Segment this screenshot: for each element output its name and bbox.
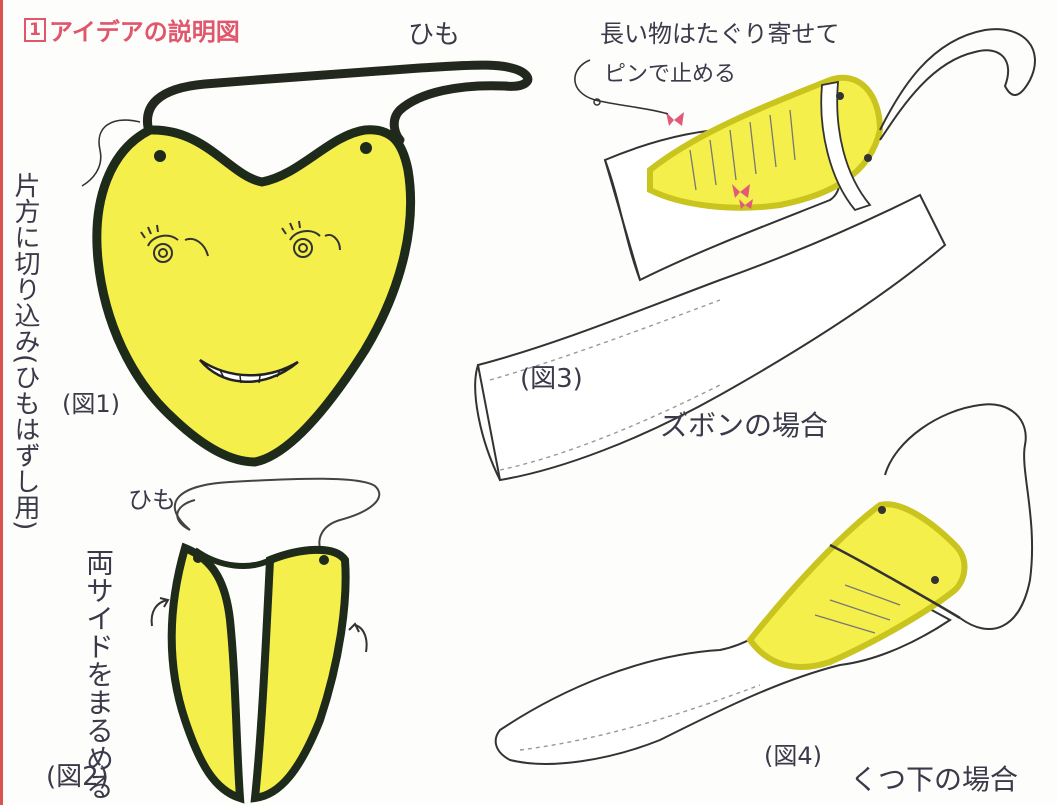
label-zubon: ズボンの場合 bbox=[660, 409, 829, 442]
label-fig1: (図1) bbox=[62, 390, 120, 418]
figure-3-trousers bbox=[474, 28, 1036, 482]
string-sock bbox=[884, 403, 1034, 630]
roll-arrow-left bbox=[150, 599, 169, 627]
roll-arrow-right bbox=[354, 624, 368, 653]
string-mid bbox=[173, 477, 381, 549]
face-shape bbox=[92, 125, 415, 467]
label-himo-mid: ひも bbox=[128, 486, 176, 514]
label-fig4: (図4) bbox=[764, 742, 822, 770]
figure-2-folded bbox=[150, 477, 381, 804]
fold-right bbox=[250, 545, 350, 803]
pin-1 bbox=[666, 112, 684, 126]
label-himo-top: ひも bbox=[408, 20, 461, 50]
sock-band bbox=[829, 543, 961, 620]
pin-3 bbox=[739, 199, 753, 209]
hole-right bbox=[360, 142, 372, 154]
sock-fold bbox=[746, 501, 968, 670]
figure-4-sock bbox=[494, 403, 1034, 765]
eye-right bbox=[281, 220, 341, 258]
string-top bbox=[143, 60, 533, 145]
margin-rule bbox=[0, 0, 3, 805]
label-side-notch: 片方に切り込み(ひもはずし用) bbox=[10, 172, 40, 531]
label-kutsushita: くつ下の場合 bbox=[850, 763, 1019, 796]
eye-left bbox=[140, 224, 209, 263]
title-text: アイデアの説明図 bbox=[49, 18, 240, 46]
page-title: 1 アイデアの説明図 bbox=[24, 12, 240, 47]
label-gather-line2: ピンで止める bbox=[604, 62, 737, 87]
label-gather-line1: 長い物はたぐり寄せて bbox=[600, 20, 840, 48]
section-number: 1 bbox=[24, 17, 46, 42]
hole-left bbox=[154, 150, 166, 162]
string-trousers bbox=[879, 28, 1036, 141]
notch-pointer bbox=[81, 119, 141, 187]
band bbox=[820, 80, 872, 212]
label-fig2: (図2) bbox=[46, 762, 109, 792]
figure-1-face bbox=[81, 60, 533, 467]
fold-left bbox=[167, 542, 245, 804]
mouth bbox=[199, 358, 299, 383]
trouser-leg bbox=[476, 193, 947, 482]
label-roll-sides: 両サイドをまるめる bbox=[82, 548, 115, 800]
pin-2 bbox=[732, 184, 750, 198]
label-fig3: (図3) bbox=[520, 364, 583, 394]
